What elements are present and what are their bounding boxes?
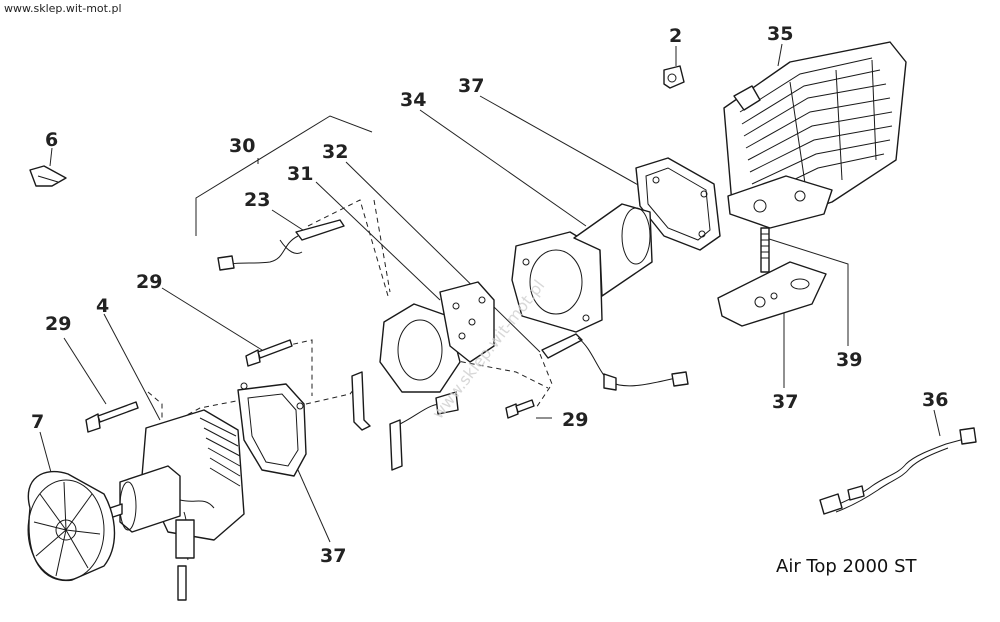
bracket-and-pin [351, 371, 459, 471]
part-7-fan-wheel [27, 470, 116, 582]
part-36-harness [819, 427, 977, 515]
callout-35: 35 [767, 23, 793, 45]
part-39-stud [760, 227, 770, 273]
callout-34: 34 [400, 89, 426, 111]
screw-29-left [85, 401, 139, 433]
part-34-combustion-chamber [511, 203, 653, 333]
callout-29: 29 [45, 313, 71, 335]
callout-29: 29 [562, 409, 588, 431]
callout-37: 37 [458, 75, 484, 97]
site-watermark: www.sklep.wit-mot.pl [4, 2, 122, 15]
part-32-glow-plug [541, 333, 689, 391]
callout-39: 39 [836, 349, 862, 371]
callout-37: 37 [772, 391, 798, 413]
diagram-title: Air Top 2000 ST [776, 556, 917, 577]
callout-7: 7 [31, 411, 44, 433]
part-2-grommet [663, 65, 685, 89]
screw-29-right [505, 399, 535, 419]
part-35-heat-exchanger [723, 41, 907, 229]
callout-23: 23 [244, 189, 270, 211]
part-37-gasket-bottom [237, 382, 307, 477]
callout-37: 37 [320, 545, 346, 567]
part-31-burner [379, 281, 495, 393]
part-4-blower-housing [103, 409, 245, 601]
part-6-clip [29, 165, 67, 187]
callout-30: 30 [229, 135, 255, 157]
callout-6: 6 [45, 129, 58, 151]
callout-29: 29 [136, 271, 162, 293]
callout-numbers: 2 35 37 34 6 30 32 31 23 29 29 4 7 29 39… [31, 23, 948, 567]
callout-31: 31 [287, 163, 313, 185]
part-23-sensor [217, 219, 345, 271]
callout-4: 4 [96, 295, 109, 317]
screw-29-middle [245, 339, 293, 367]
part-37-gasket-right [717, 261, 827, 327]
callout-32: 32 [322, 141, 348, 163]
callout-2: 2 [669, 25, 682, 47]
callout-36: 36 [922, 389, 948, 411]
